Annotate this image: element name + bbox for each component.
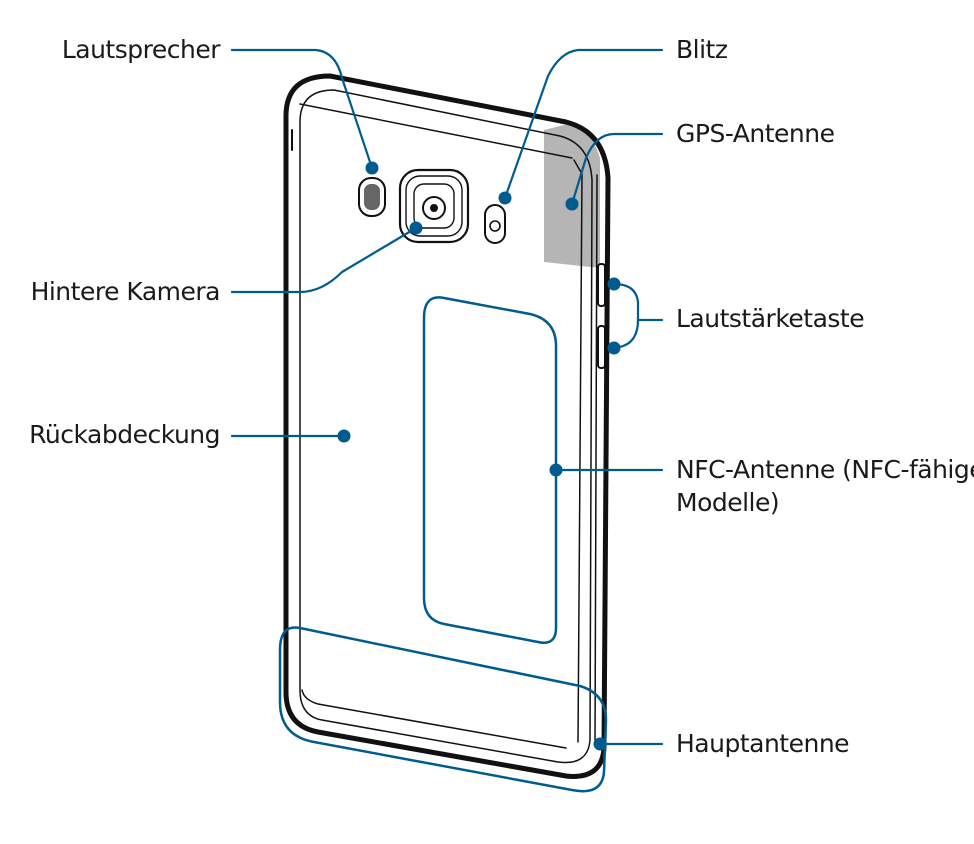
main-antenna-outline xyxy=(278,626,608,793)
callout-line-rear-camera xyxy=(230,226,418,294)
dot-volume-up xyxy=(607,277,621,291)
dot-main-antenna xyxy=(593,737,607,751)
label-flash: Blitz xyxy=(676,35,728,64)
dot-volume-down xyxy=(607,341,621,355)
label-nfc-antenna-line1: NFC-Antenne (NFC-fähige xyxy=(676,455,974,484)
bottom-inner-line xyxy=(301,689,567,749)
label-gps-antenna: GPS-Antenne xyxy=(676,119,835,148)
callout-line-flash xyxy=(503,48,664,200)
callout-dots xyxy=(337,161,621,751)
speaker-grille xyxy=(358,177,386,217)
phone-inner-edge xyxy=(299,89,593,764)
dot-rear-camera xyxy=(409,221,423,235)
label-rear-camera: Hintere Kamera xyxy=(30,277,221,306)
callout-line-gps-antenna xyxy=(570,132,664,206)
right-side-inner xyxy=(594,174,598,746)
dot-gps-antenna xyxy=(565,197,579,211)
top-edge-inner-line xyxy=(299,103,573,159)
dot-back-cover xyxy=(337,429,351,443)
dot-speaker xyxy=(365,161,379,175)
camera-module xyxy=(398,168,470,244)
callout-line-speaker xyxy=(230,48,374,170)
volume-button-down xyxy=(597,325,606,369)
callout-line-volume-key xyxy=(612,282,664,350)
callout-lines xyxy=(230,48,664,746)
label-nfc-antenna-line2: Modelle) xyxy=(676,488,780,517)
volume-button-up xyxy=(597,263,606,307)
label-back-cover: Rückabdeckung xyxy=(29,420,220,449)
label-main-antenna: Hauptantenne xyxy=(676,729,850,758)
label-volume-key: Lautstärketaste xyxy=(676,304,865,333)
phone-outer-edge xyxy=(283,73,611,779)
dot-nfc-antenna xyxy=(549,463,563,477)
nfc-antenna-outline xyxy=(422,296,558,644)
label-speaker: Lautsprecher xyxy=(61,35,221,64)
flash-module xyxy=(484,204,506,244)
dot-flash xyxy=(498,191,512,205)
